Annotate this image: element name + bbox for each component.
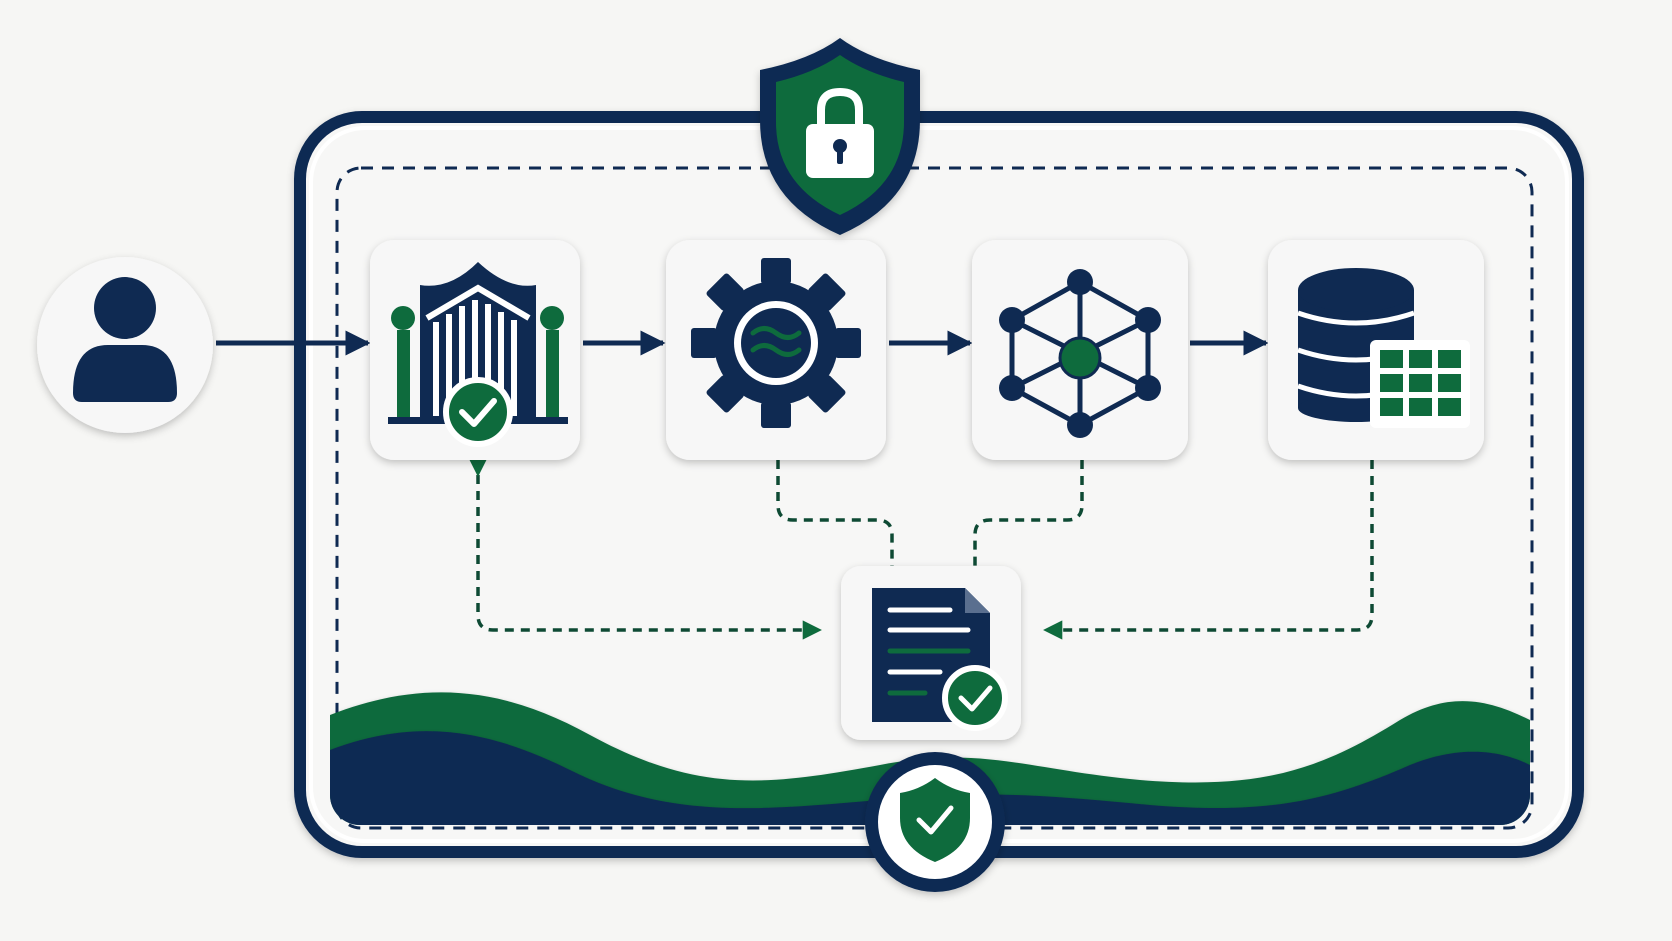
processing-node bbox=[666, 240, 886, 460]
verified-gateway-icon bbox=[388, 262, 568, 447]
gateway-node bbox=[370, 240, 580, 460]
shield-check-icon bbox=[900, 778, 970, 862]
wave-navy bbox=[330, 731, 1530, 825]
shield-lock-icon bbox=[806, 87, 874, 178]
edge-audit-gateway bbox=[468, 457, 822, 640]
trust-zone-dashed-border bbox=[335, 166, 1534, 830]
user-icon bbox=[73, 277, 177, 402]
database-table-icon bbox=[1297, 268, 1470, 428]
edge-network-audit bbox=[973, 460, 1084, 567]
edge-storage-audit bbox=[1043, 460, 1374, 640]
network-node bbox=[972, 240, 1188, 460]
network-graph-icon bbox=[999, 269, 1161, 438]
verified-document-icon bbox=[872, 588, 1008, 731]
storage-node bbox=[1268, 240, 1484, 460]
user-node bbox=[37, 257, 213, 433]
bottom-security-badge bbox=[865, 752, 1005, 892]
gear-processing-icon bbox=[691, 258, 861, 428]
audit-node bbox=[841, 566, 1021, 740]
top-security-badge bbox=[760, 38, 920, 235]
